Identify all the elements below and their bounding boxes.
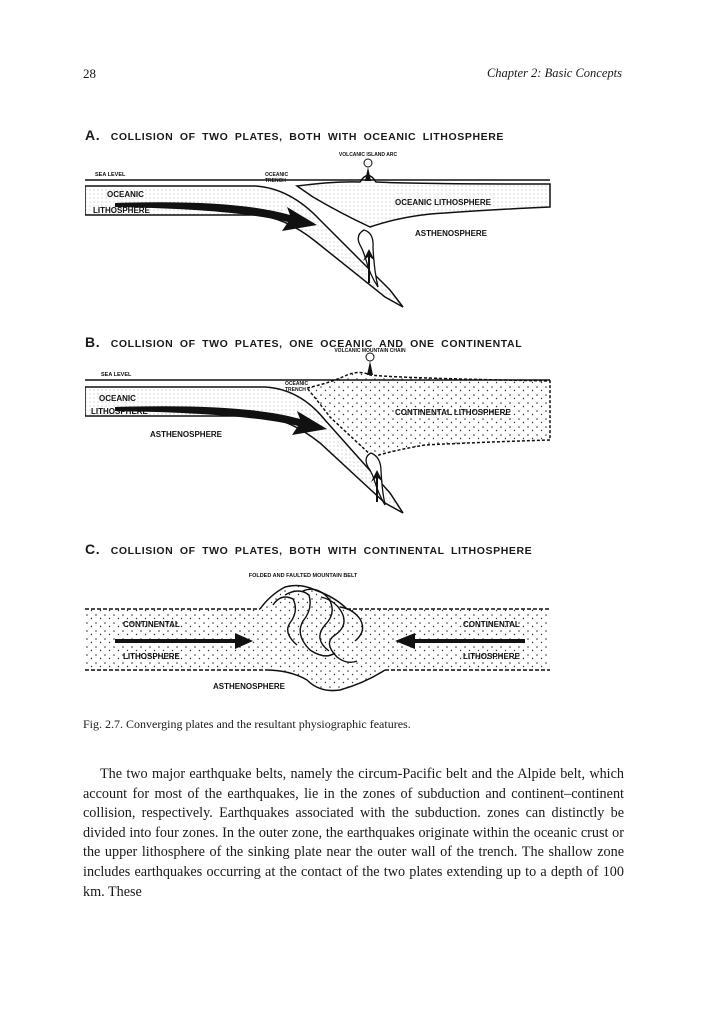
left-plate-label-1: OCEANIC <box>107 190 144 199</box>
panel-c-title-text: COLLISION OF TWO PLATES, BOTH WITH CONTI… <box>111 545 533 557</box>
panel-a-diagram: VOLCANIC ISLAND ARC SEA LEVEL OCEANIC TR… <box>85 145 555 320</box>
chain-label: VOLCANIC MOUNTAIN CHAIN <box>334 348 406 354</box>
asthenosphere-label: ASTHENOSPHERE <box>415 229 488 238</box>
trench-label-2: TRENCH <box>265 178 286 184</box>
volcano-icon <box>367 361 373 375</box>
collision-zone <box>85 586 550 691</box>
eruption-cloud-icon <box>366 353 374 361</box>
body-paragraph: The two major earthquake belts, namely t… <box>83 765 624 902</box>
sea-level-label: SEA LEVEL <box>95 172 126 178</box>
body-text: The two major earthquake belts, namely t… <box>83 765 624 902</box>
right-plate-label-1: CONTINENTAL <box>463 620 520 629</box>
panel-c-title: C. COLLISION OF TWO PLATES, BOTH WITH CO… <box>85 541 532 557</box>
left-plate-label-2: LITHOSPHERE <box>93 206 151 215</box>
asthenosphere-label: ASTHENOSPHERE <box>150 430 223 439</box>
volcano-icon <box>365 167 371 181</box>
sea-level-label: SEA LEVEL <box>101 372 132 378</box>
panel-c-letter: C. <box>85 541 100 557</box>
left-plate-label-2: LITHOSPHERE <box>123 652 181 661</box>
right-plate-label: CONTINENTAL LITHOSPHERE <box>395 408 511 417</box>
trench-label-2: TRENCH <box>285 387 306 393</box>
panel-a-title-text: COLLISION OF TWO PLATES, BOTH WITH OCEAN… <box>111 131 504 143</box>
left-plate-label-2: LITHOSPHERE <box>91 407 149 416</box>
left-plate-label-1: CONTINENTAL <box>123 620 180 629</box>
right-plate-label: OCEANIC LITHOSPHERE <box>395 198 492 207</box>
arc-label: VOLCANIC ISLAND ARC <box>339 152 398 158</box>
left-plate-label-1: OCEANIC <box>99 394 136 403</box>
page-number: 28 <box>83 66 96 82</box>
panel-a-letter: A. <box>85 127 100 143</box>
running-head: Chapter 2: Basic Concepts <box>487 66 622 81</box>
panel-b-diagram: VOLCANIC MOUNTAIN CHAIN SEA LEVEL OCEANI… <box>85 345 555 525</box>
eruption-cloud-icon <box>364 159 372 167</box>
right-plate-label-2: LITHOSPHERE <box>463 652 521 661</box>
asthenosphere-label: ASTHENOSPHERE <box>213 682 286 691</box>
belt-label: FOLDED AND FAULTED MOUNTAIN BELT <box>249 573 358 579</box>
figure-caption: Fig. 2.7. Converging plates and the resu… <box>83 717 411 732</box>
panel-c-diagram: FOLDED AND FAULTED MOUNTAIN BELT CONTINE… <box>85 565 555 705</box>
panel-a-title: A. COLLISION OF TWO PLATES, BOTH WITH OC… <box>85 127 504 143</box>
